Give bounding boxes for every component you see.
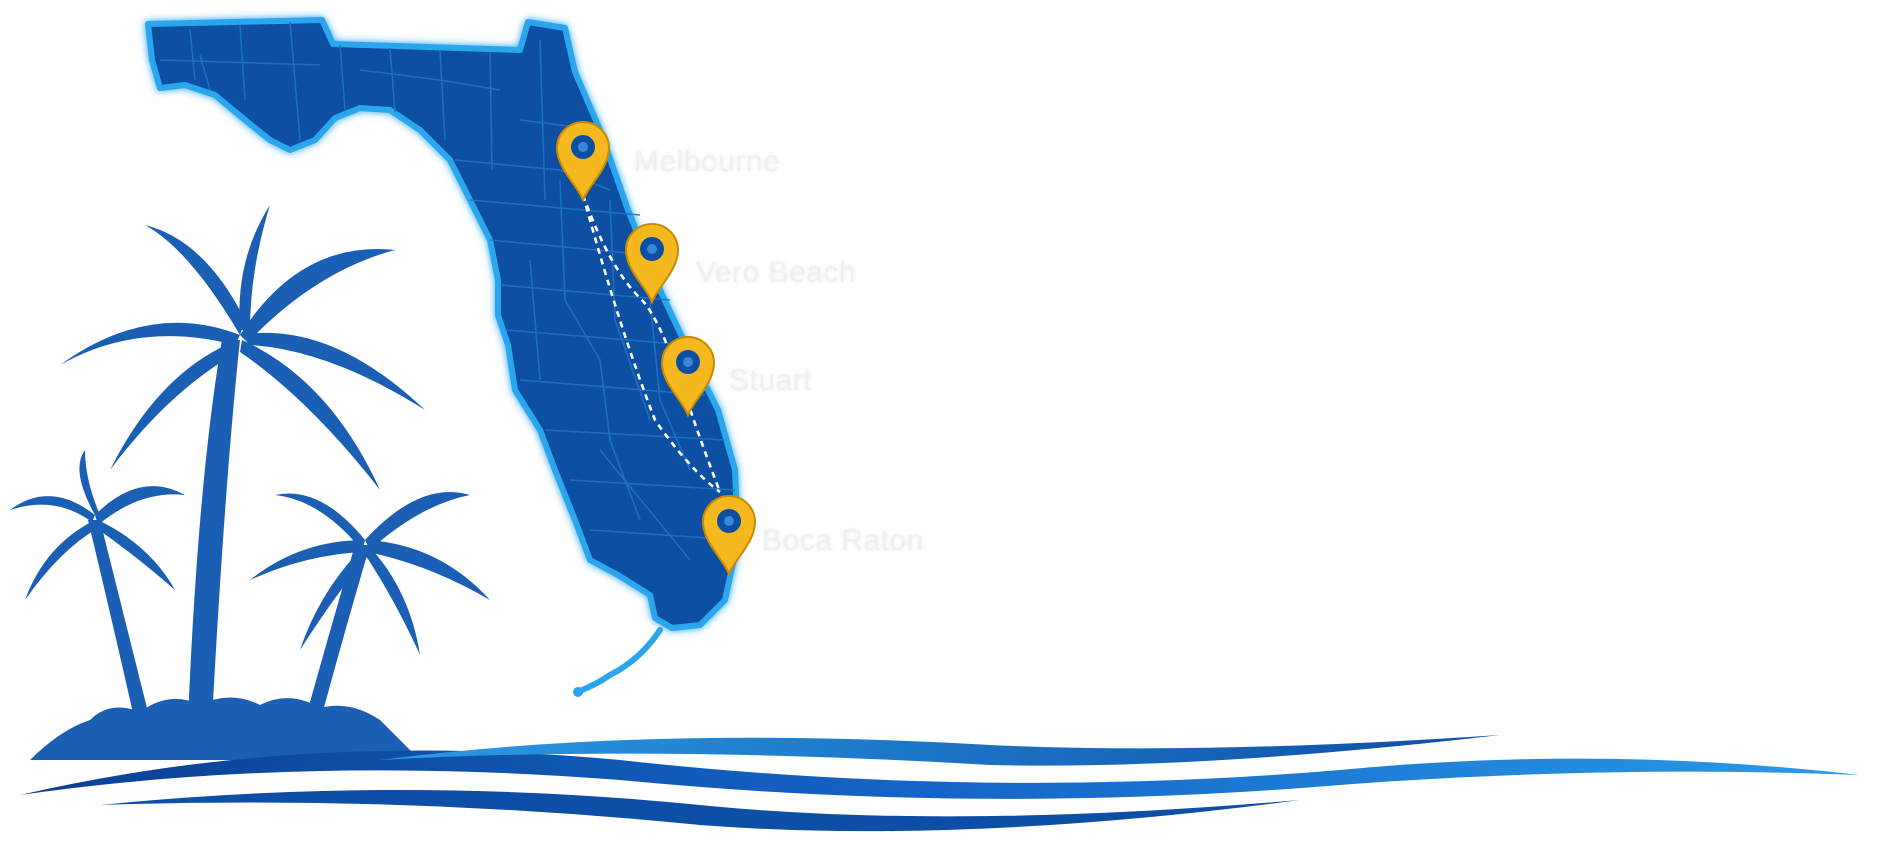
- city-label-melbourne: Melbourne: [634, 145, 781, 178]
- map-pins: [555, 121, 757, 577]
- palm-tree-icon: [10, 205, 490, 760]
- ocean-wave-icon: [20, 735, 1860, 832]
- city-label-boca-raton: Boca Raton: [762, 524, 924, 557]
- city-label-stuart: Stuart: [729, 364, 813, 397]
- map-pin-icon: [624, 223, 680, 305]
- map-pin-icon: [660, 336, 716, 418]
- map-pin-icon: [555, 121, 611, 203]
- map-pin-icon: [701, 495, 757, 577]
- county-lines: [159, 21, 739, 561]
- city-label-vero-beach: Vero Beach: [696, 256, 857, 289]
- route-path: [581, 194, 722, 494]
